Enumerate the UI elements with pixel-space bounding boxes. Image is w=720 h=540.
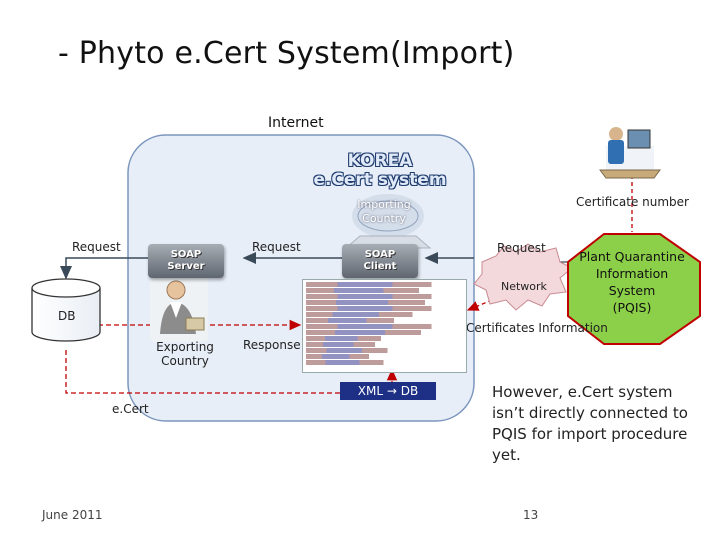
request-label-middle: Request [252,240,301,254]
pqis-line4: (PQIS) [612,300,652,315]
request-label-right: Request [497,241,546,255]
soap-server-line1: SOAP [170,249,202,260]
pqis-line1: Plant Quarantine [579,249,685,264]
importing-line1: Importing [357,198,411,211]
page-number: 13 [523,508,539,522]
ecert-loop [65,350,398,394]
db-label: DB [58,309,76,323]
soap-client-box: SOAP Client [342,244,418,278]
xml-to-db-box: XML → DB [340,382,436,400]
pqis-octagon [567,233,701,345]
exporting-line2: Country [161,354,209,368]
xml-document [302,279,467,373]
exporting-line1: Exporting [156,340,214,354]
certificate-number-label: Certificate number [576,195,689,209]
request-arrow-left [60,257,164,280]
businessman-icon [150,272,208,342]
korea-system-title: KOREA e.Cert system [305,152,455,190]
internet-label: Internet [268,115,324,131]
soap-server-line2: Server [167,261,205,272]
pqis-label: Plant Quarantine Information System (PQI… [572,248,692,316]
network-starburst [473,243,573,311]
page-title: - Phyto e.Cert System(Import) [58,36,515,71]
network-label: Network [501,280,547,293]
person-at-computer-icon [599,127,661,179]
database-icon [31,278,101,342]
soap-server-box: SOAP Server [148,244,224,278]
globe-icon [344,194,432,249]
importing-country-label: Importing Country [348,198,420,226]
pqis-line3: System [608,283,656,298]
response-label: Response [243,338,301,352]
soap-client-line1: SOAP [364,249,396,260]
note-text: However, e.Cert system isn’t directly co… [492,383,688,464]
certificates-information-arrow [466,299,493,311]
ecert-label: e.Cert [112,402,149,416]
soap-client-line2: Client [363,261,397,272]
exporting-country-label: Exporting Country [150,340,220,368]
certificates-information-label: Certificates Information [466,321,608,335]
pqis-line2: Information [595,266,669,281]
importing-line2: Country [362,212,406,225]
footer-date: June 2011 [42,508,103,522]
request-label-left: Request [72,240,121,254]
korea-line: KOREA [347,151,413,171]
ecert-system-line: e.Cert system [313,170,447,190]
